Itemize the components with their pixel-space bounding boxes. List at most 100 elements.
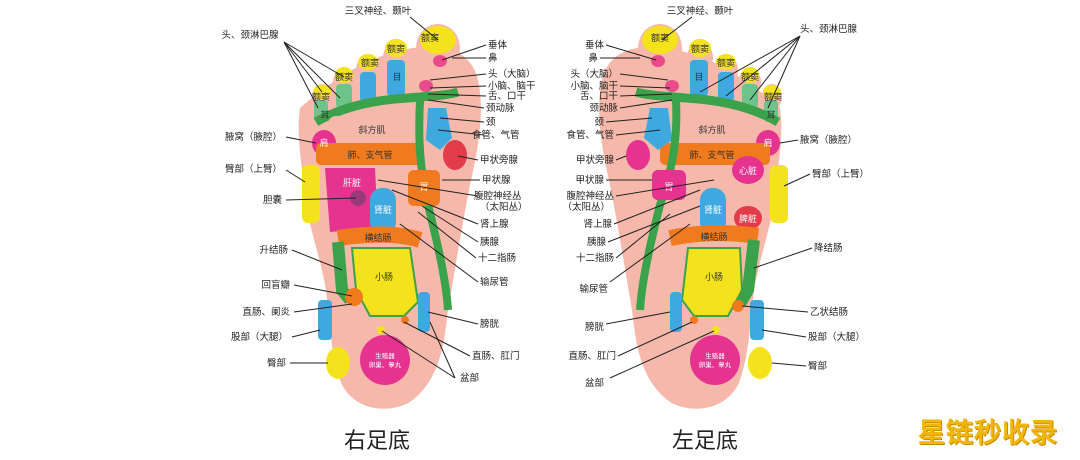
left-genital-zone	[690, 335, 740, 385]
right-eye-zone-2	[360, 72, 376, 102]
left-trapezius-zone	[668, 116, 758, 144]
left-sinus-zone-3	[716, 54, 736, 70]
rf-lbl-thigh: 股部（大腿）	[231, 331, 288, 343]
lf-lbl-esophagus: 食管、气管	[566, 129, 614, 141]
left-pelvis-dot	[712, 326, 720, 334]
lf-lbl-trigeminal: 三叉神经、颞叶	[667, 5, 734, 17]
left-sinus-text-3: 额窦	[717, 57, 735, 69]
left-foot-left-leaders	[600, 16, 715, 379]
lf-lbl-cerebellum: 小脑、脑干	[570, 80, 618, 92]
rf-lbl-esophagus: 食管、气管	[472, 129, 520, 141]
lf-lbl-neck: 颈	[594, 117, 604, 128]
left-sinus-zone-1	[642, 26, 678, 54]
left-upper-arm-zone	[770, 165, 788, 223]
left-sinus-zone-2	[689, 39, 711, 57]
left-eye-text: 目	[694, 72, 703, 83]
left-spine-line	[636, 99, 681, 311]
right-ileocecal-zone	[345, 288, 363, 306]
left-spleen-zone	[734, 206, 762, 230]
lf-lbl-head-brain: 头（大脑）	[570, 68, 618, 80]
right-thigh-zone	[318, 300, 332, 340]
rf-lbl-buttock: 臀部	[267, 357, 286, 369]
left-small-intestine-text: 小肠	[705, 272, 723, 283]
left-spleen-text: 脾脏	[739, 213, 757, 225]
rf-lbl-ureter: 输尿管	[480, 276, 509, 288]
left-heart-text: 心脏	[739, 165, 757, 177]
left-bladder-zone	[670, 292, 682, 332]
right-pelvis-dot	[377, 326, 385, 334]
lf-lbl-thigh: 股部（大腿）	[808, 331, 865, 343]
left-lung-text: 肺、支气管	[689, 149, 734, 161]
lf-lbl-rectum-anus: 直肠、肛门	[568, 350, 616, 362]
rf-lbl-celiac-1: 腹腔神经丛	[474, 190, 522, 202]
rf-lbl-pelvis: 盆部	[460, 372, 479, 384]
right-sinus-zone-2	[385, 39, 407, 57]
right-shoulder-text: 肩	[319, 137, 328, 149]
left-shoulder-text: 肩	[763, 137, 772, 149]
lf-lbl-pelvis: 盆部	[585, 377, 604, 389]
rf-lbl-armpit: 腋窝（腋腔）	[225, 131, 282, 143]
right-sinus-text-2: 额窦	[387, 43, 405, 55]
right-lung-text: 肺、支气管	[347, 149, 392, 161]
rf-lbl-rectum-appendicitis: 直肠、阑炎	[242, 306, 290, 318]
right-kidney-zone	[370, 188, 396, 234]
left-sigmoid-dot	[732, 300, 744, 312]
rf-lbl-trigeminal: 三叉神经、颞叶	[345, 5, 412, 17]
lf-lbl-celiac-1: 腹腔神经丛	[566, 190, 614, 202]
right-transverse-colon-zone	[336, 226, 423, 248]
left-foot: 额窦 额窦 额窦 额窦 额窦 目 耳 斜方肌 肩 肺、支气管 心脏 胃 肾脏 脾…	[562, 5, 869, 454]
right-genital-sub-text: 卵巢、睾丸	[369, 360, 402, 369]
right-parathyroid-zone	[443, 140, 467, 170]
left-heart-zone	[732, 156, 764, 184]
lf-lbl-thyroid: 甲状腺	[575, 174, 604, 186]
left-trapezius-text: 斜方肌	[698, 124, 725, 136]
lf-lbl-head-neck-lymph: 头、颈淋巴腺	[800, 23, 858, 35]
lf-lbl-buttock: 臀部	[808, 360, 827, 372]
right-pituitary-zone	[433, 55, 447, 67]
lf-lbl-upper-arm: 臂部（上臂）	[812, 168, 869, 180]
right-liver-text: 肝脏	[343, 177, 361, 189]
right-foot-left-leaders	[283, 41, 357, 364]
left-eye-zone	[690, 60, 708, 96]
watermark-logo: 星链秒收录	[918, 418, 1058, 449]
lf-lbl-ureter: 输尿管	[579, 283, 608, 295]
left-cerebellum-zone	[665, 80, 679, 92]
rf-lbl-upper-arm: 臂部（上臂）	[225, 163, 282, 175]
right-lung-zone	[316, 143, 424, 165]
rf-lbl-neck: 颈	[486, 117, 496, 128]
left-descending-colon-zone	[734, 239, 760, 307]
left-foot-right-leaders	[699, 35, 813, 367]
right-foot-title: 右足底	[344, 429, 410, 454]
rf-lbl-ileocecal: 回盲瓣	[261, 279, 290, 291]
rf-lbl-ascending-colon: 升结肠	[259, 244, 288, 256]
right-genital-zone	[360, 335, 410, 385]
left-genital-sub-text: 卵巢、睾丸	[699, 360, 732, 369]
right-anus-dot	[401, 316, 409, 324]
rf-lbl-thyroid: 甲状腺	[482, 174, 511, 186]
rf-lbl-parathyroid: 甲状旁腺	[480, 154, 519, 166]
right-stomach-zone	[408, 170, 440, 206]
rf-lbl-pancreas: 胰腺	[480, 236, 500, 248]
right-sinus-text-3: 额窦	[361, 57, 379, 69]
right-eye-zone	[387, 60, 405, 96]
right-bladder-zone	[418, 292, 430, 332]
lf-lbl-armpit: 腋窝（腋腔）	[800, 134, 857, 146]
lf-lbl-celiac-2: （太阳丛）	[562, 201, 610, 213]
lf-lbl-adrenal: 肾上腺	[583, 218, 612, 230]
right-foot: 额窦 额窦 额窦 额窦 额窦 目 耳 斜方肌 肩 肺、支气管 肝脏 肾脏 胃 横…	[221, 5, 535, 454]
left-pituitary-zone	[651, 55, 665, 67]
lf-lbl-tongue-mouth: 舌、口干	[580, 91, 618, 102]
left-transverse-colon-text: 横结肠	[700, 231, 727, 243]
right-cerebellum-zone	[419, 80, 433, 92]
rf-lbl-gallbladder: 胆囊	[263, 194, 283, 206]
left-buttock-zone	[748, 347, 772, 379]
right-foot-right-leaders	[377, 16, 487, 379]
right-buttock-zone	[326, 347, 350, 379]
left-genital-text: 生殖器	[705, 351, 725, 360]
lf-lbl-parathyroid: 甲状旁腺	[576, 154, 615, 166]
right-sinus-zone-4	[335, 67, 353, 83]
rf-lbl-head-brain: 头（大脑）	[488, 68, 536, 80]
rf-lbl-pituitary: 垂体	[488, 39, 508, 51]
right-trapezius-zone	[328, 116, 418, 144]
lf-lbl-duodenum: 十二指肠	[576, 252, 614, 264]
